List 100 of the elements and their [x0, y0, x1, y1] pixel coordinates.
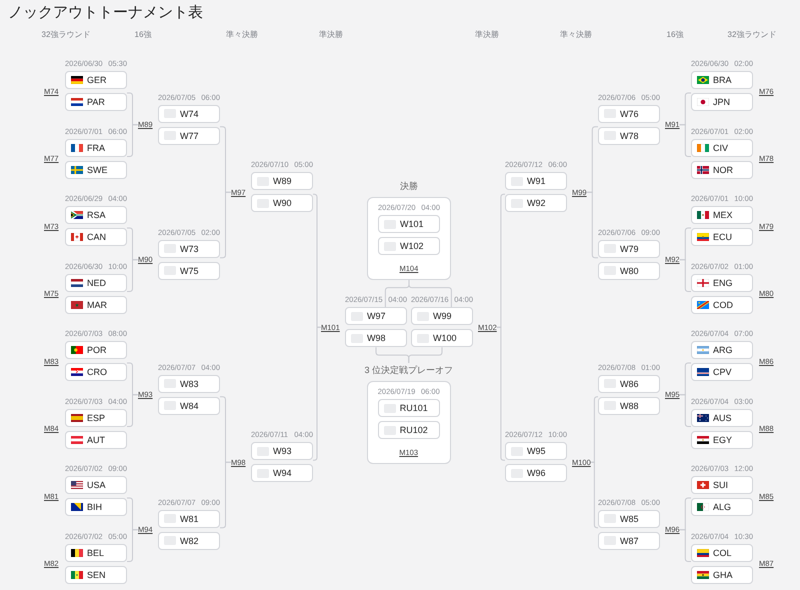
team-card [65, 138, 127, 156]
slot-code: RU101 [400, 403, 428, 413]
slot-card [505, 442, 567, 460]
slot-card [505, 464, 567, 482]
bracket-line [679, 529, 692, 562]
slot-card [378, 399, 440, 417]
slot-code: W91 [527, 176, 546, 186]
team-code: BEL [87, 548, 104, 558]
slot-card [598, 126, 660, 145]
team-code: CIV [713, 142, 728, 152]
slot-card [158, 104, 220, 123]
team-code: CRO [87, 367, 107, 377]
team-code: MAR [87, 300, 107, 310]
team-code: FRA [87, 142, 105, 152]
slot-code: W96 [527, 468, 546, 478]
slot-code: W86 [620, 378, 639, 389]
slot-card [158, 240, 220, 258]
slot-code: W76 [620, 108, 639, 119]
team-card [65, 206, 127, 224]
team-code: NED [87, 278, 106, 288]
team-card [691, 341, 753, 359]
team-code: SEN [87, 570, 106, 580]
slot-code: W95 [527, 446, 546, 456]
bracket-line [126, 124, 138, 157]
bracket-line [408, 280, 452, 308]
team-code: RSA [87, 210, 106, 220]
slot-code: W93 [273, 446, 292, 456]
slot-code: W98 [367, 333, 386, 344]
team-card [65, 408, 127, 426]
slot-code: W102 [400, 241, 424, 251]
round-heading: 準決勝 [319, 30, 343, 40]
slot-code: W101 [400, 219, 424, 229]
team-code: GHA [713, 570, 733, 580]
slot-card [158, 262, 220, 280]
round-heading: 準々決勝 [226, 30, 258, 40]
slot-code: W87 [620, 536, 639, 546]
team-card [65, 93, 127, 111]
team-card [65, 274, 127, 292]
slot-card [598, 396, 660, 415]
slot-code: W92 [527, 198, 546, 208]
slot-card [598, 532, 660, 550]
slot-code: W78 [620, 130, 639, 141]
slot-card [251, 442, 313, 460]
team-code: ESP [87, 412, 106, 422]
team-code: USA [87, 480, 106, 490]
round-heading: 32強ラウンド [42, 30, 90, 40]
stage-heading: 決勝 [400, 180, 418, 193]
slot-code: W75 [180, 266, 199, 276]
slot-card [158, 510, 220, 528]
team-code: BIH [87, 502, 102, 512]
slot-code: W80 [620, 266, 639, 276]
team-card [691, 138, 753, 156]
slot-code: W83 [180, 378, 199, 389]
slot-code: W88 [620, 400, 639, 411]
team-card [65, 296, 127, 314]
team-card [691, 430, 753, 448]
team-card [691, 93, 753, 111]
team-code: JPN [713, 97, 730, 107]
slot-card [158, 396, 220, 415]
slot-code: W89 [273, 176, 292, 186]
team-card [691, 274, 753, 292]
slot-card [158, 374, 220, 393]
team-code: COL [713, 548, 732, 558]
team-code: AUS [713, 412, 732, 422]
team-card [65, 476, 127, 494]
team-code: ECU [713, 232, 732, 242]
bracket-line [220, 462, 232, 528]
round-heading: 準々決勝 [560, 30, 592, 40]
slot-code: W99 [433, 311, 452, 322]
team-code: CAN [87, 232, 106, 242]
team-card [691, 228, 753, 246]
team-card [691, 296, 753, 314]
slot-card [345, 329, 407, 348]
round-heading: 16強 [134, 30, 152, 40]
slot-card [505, 172, 567, 190]
team-card [691, 476, 753, 494]
slot-code: W90 [273, 198, 292, 208]
slot-card [598, 262, 660, 280]
round-heading: 32強ラウンド [728, 30, 776, 40]
team-code: GER [87, 75, 107, 85]
team-code: PAR [87, 97, 105, 107]
team-code: AUT [87, 434, 105, 444]
team-code: ALG [713, 502, 732, 512]
team-card [691, 408, 753, 426]
page-title: ノックアウトトーナメント表 [8, 4, 203, 22]
slot-card [378, 215, 440, 233]
team-code: COD [713, 300, 733, 310]
slot-code: W100 [433, 333, 457, 344]
slot-code: W94 [273, 468, 292, 478]
slot-code: W82 [180, 536, 199, 546]
bracket-line [679, 394, 692, 427]
bracket-line [126, 529, 138, 562]
slot-code: W85 [620, 514, 639, 524]
bracket-line [126, 259, 138, 292]
team-card [691, 498, 753, 516]
bracket-line [220, 192, 232, 258]
slot-code: W73 [180, 244, 199, 254]
slot-card [598, 374, 660, 393]
team-card [65, 160, 127, 178]
team-card [691, 160, 753, 178]
